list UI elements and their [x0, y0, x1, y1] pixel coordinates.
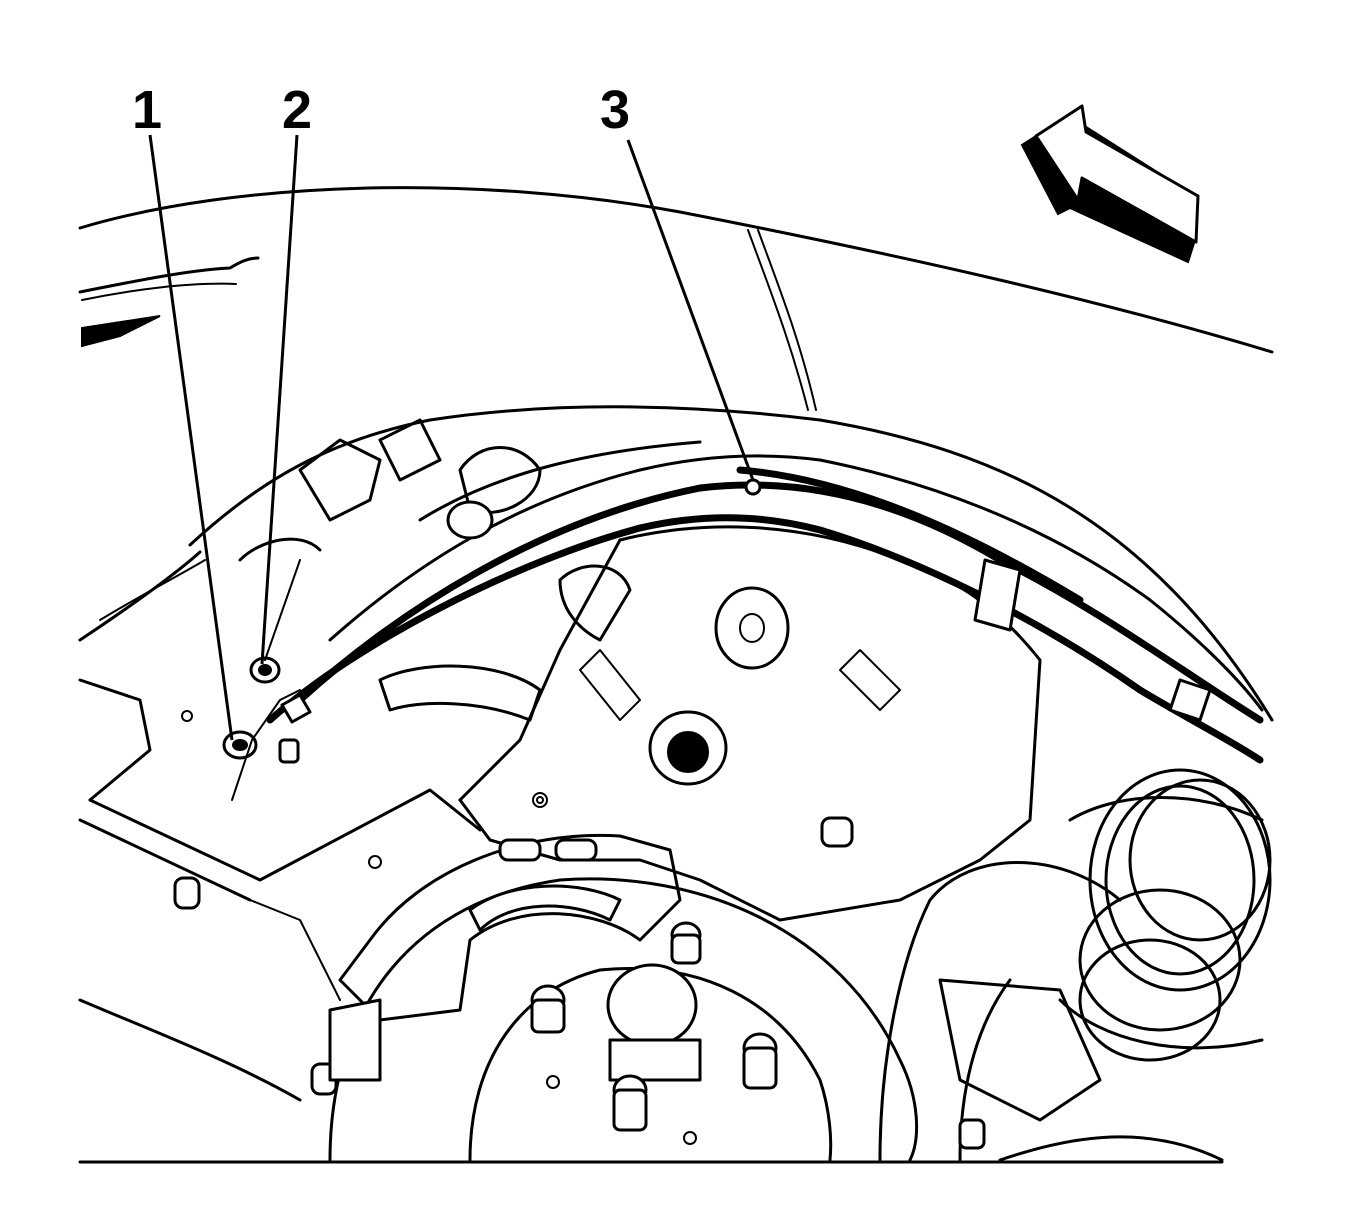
direction-arrow-icon [1020, 104, 1200, 264]
leader-3 [626, 139, 755, 481]
floor-pan [78, 678, 548, 1102]
brake-rotor-hub [328, 877, 918, 1162]
inner-panel [458, 525, 1042, 922]
brake-hose-harness [266, 440, 1264, 764]
callout-labels: 1 2 3 [132, 80, 630, 140]
caliper-bracket [328, 833, 682, 1082]
upper-components [238, 418, 632, 722]
callout-2: 2 [282, 80, 312, 140]
callout-1: 1 [132, 80, 162, 140]
body-panel [78, 186, 1274, 411]
leader-1 [148, 134, 234, 741]
suspension-assembly [878, 768, 1272, 1162]
leader-2 [260, 134, 299, 665]
callout-3: 3 [600, 80, 630, 140]
leader-lines [148, 134, 755, 741]
